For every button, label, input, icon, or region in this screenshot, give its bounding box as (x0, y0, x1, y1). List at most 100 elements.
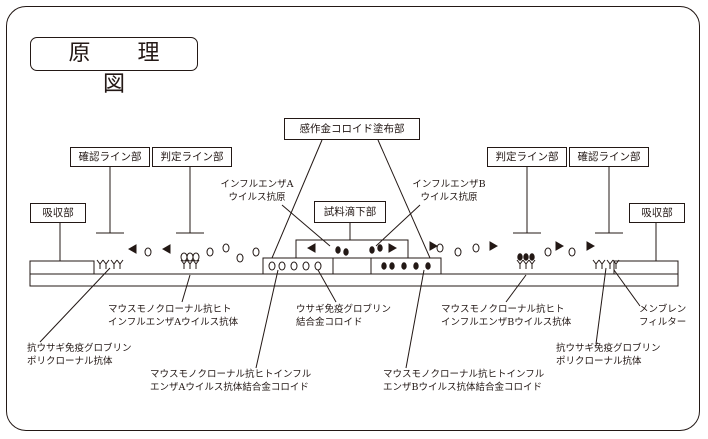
membrane-filter-line1: メンブレン (639, 304, 687, 315)
membrane-leader (613, 269, 641, 307)
antigen-icon (517, 253, 523, 261)
mouse-anti-b-leader (505, 274, 527, 303)
colloid-pad-leader-right (377, 139, 431, 259)
colloid-b-line1: マウスモノクローナル抗ヒトインフル (383, 369, 545, 380)
anti-rabbit-antibody-right-label: 抗ウサギ免疫グロブリン ポリクローナル抗体 (556, 342, 661, 368)
antigen-b-line1: インフルエンザB (412, 179, 486, 190)
gold-colloid-icon (186, 252, 194, 262)
flow-arrow-left-icon (306, 243, 316, 253)
antibody-icon (102, 259, 110, 269)
antibody-icon (592, 259, 600, 269)
rabbit-ig-colloid-label: ウサギ免疫グロブリン 結合金コロイド (296, 303, 391, 329)
flow-arrow-right-icon (388, 243, 398, 253)
antigen-a-leader (281, 204, 331, 247)
absorbent-pad-left-label: 吸収部 (30, 203, 86, 223)
antigen-icon (381, 262, 387, 270)
antibody-icon (186, 259, 194, 269)
gold-colloid-icon (180, 252, 188, 262)
gold-colloid-icon (222, 243, 230, 253)
antibody-icon (522, 259, 530, 269)
test-line-a-label: 判定ライン部 (152, 147, 232, 167)
gold-colloid-icon (206, 247, 214, 257)
antigen-icon (335, 246, 341, 254)
test-line-b-label: 判定ライン部 (487, 147, 567, 167)
antigen-icon (413, 262, 419, 270)
antigen-icon (523, 253, 529, 261)
antibody-icon (598, 259, 606, 269)
gold-colloid-icon (544, 247, 552, 257)
control-right-bracket (595, 167, 623, 234)
gold-colloid-icon (314, 261, 322, 271)
anti-rabbit-right-leader (595, 267, 607, 345)
rabbit-ig-colloid-line2: 結合金コロイド (296, 317, 363, 328)
colloid-b-leader (405, 269, 425, 369)
gold-colloid-icon (436, 243, 444, 253)
antibody-icon (516, 259, 524, 269)
control-line-right-label: 確認ライン部 (569, 147, 649, 167)
gold-colloid-icon (192, 252, 200, 262)
antibody-icon (96, 259, 104, 269)
sample-pad (295, 239, 409, 259)
colloid-pad-left (262, 257, 334, 275)
gold-colloid-icon (302, 261, 310, 271)
antigen-icon (401, 262, 407, 270)
gold-colloid-icon (290, 261, 298, 271)
antigen-b-line2: ウイルス抗原 (420, 192, 478, 203)
antigen-a-line1: インフルエンザA (220, 179, 294, 190)
control-line-left-label: 確認ライン部 (70, 147, 150, 167)
antibody-icon (110, 259, 118, 269)
antigen-icon (389, 262, 395, 270)
anti-rabbit-left-line1: 抗ウサギ免疫グロブリン (27, 343, 132, 354)
antigen-icon (343, 248, 349, 256)
colloid-pad-leader-left (271, 139, 323, 259)
anti-rabbit-left-line2: ポリクローナル抗体 (27, 356, 113, 367)
colloid-pad-label: 感作金コロイド塗布部 (284, 118, 420, 140)
colloid-a-label: マウスモノクローナル抗ヒトインフル エンザAウイルス抗体結合金コロイド (150, 368, 311, 394)
antigen-a-label: インフルエンザA ウイルス抗原 (208, 178, 306, 204)
membrane-filter-label: メンブレン フィルター (639, 303, 686, 329)
antigen-a-line2: ウイルス抗原 (228, 192, 286, 203)
colloid-b-label: マウスモノクローナル抗ヒトインフル エンザBウイルス抗体結合金コロイド (383, 368, 544, 394)
antibody-icon (528, 259, 536, 269)
antigen-icon (369, 246, 375, 254)
flow-arrow-left-icon (127, 244, 137, 254)
antigen-icon (425, 262, 431, 270)
flow-arrow-left-icon (161, 244, 171, 254)
test-a-bracket (176, 167, 204, 234)
gold-colloid-icon (568, 247, 576, 257)
sample-pad-label: 試料滴下部 (314, 201, 386, 223)
anti-rabbit-right-line1: 抗ウサギ免疫グロブリン (556, 343, 661, 354)
flow-arrow-right-icon (489, 241, 499, 251)
flow-arrow-right-icon (429, 241, 439, 251)
antibody-icon (180, 259, 188, 269)
antigen-b-label: インフルエンザB ウイルス抗原 (400, 178, 498, 204)
mouse-anti-a-antibody-label: マウスモノクローナル抗ヒト インフルエンザAウイルス抗体 (108, 303, 238, 329)
antibody-icon (192, 259, 200, 269)
gold-colloid-icon (144, 247, 152, 257)
gold-colloid-icon (236, 253, 244, 263)
control-left-bracket (96, 167, 124, 234)
diagram-frame (6, 6, 700, 431)
flow-arrow-right-icon (586, 241, 596, 251)
absorbent-pad-left (29, 260, 95, 275)
colloid-b-line2: エンザBウイルス抗体結合金コロイド (383, 382, 542, 393)
gold-colloid-icon (268, 261, 276, 271)
gold-colloid-icon (252, 247, 260, 257)
mouse-anti-a-line1: マウスモノクローナル抗ヒト (108, 304, 232, 315)
anti-rabbit-antibody-left-label: 抗ウサギ免疫グロブリン ポリクローナル抗体 (27, 342, 132, 368)
diagram-title: 原 理 図 (30, 37, 198, 97)
gold-colloid-icon (278, 261, 286, 271)
anti-rabbit-left-leader (39, 267, 111, 343)
antibody-icon (606, 259, 614, 269)
anti-rabbit-right-line2: ポリクローナル抗体 (556, 356, 642, 367)
antibody-icon (612, 259, 620, 269)
test-b-bracket (513, 167, 541, 234)
antigen-b-leader (375, 204, 421, 247)
mouse-anti-a-leader (181, 274, 191, 303)
mouse-anti-b-line1: マウスモノクローナル抗ヒト (441, 304, 565, 315)
mouse-anti-a-line2: インフルエンザAウイルス抗体 (108, 317, 239, 328)
flow-arrow-right-icon (555, 241, 565, 251)
rabbit-ig-leader (317, 269, 337, 303)
gold-colloid-icon (472, 243, 480, 253)
